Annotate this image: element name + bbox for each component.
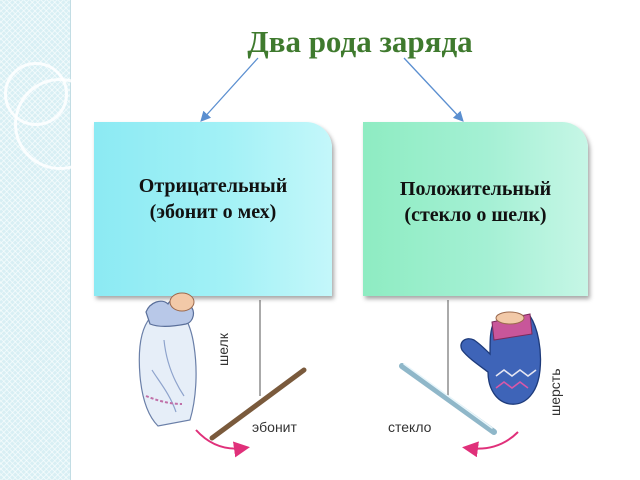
decorative-side-strip — [0, 0, 106, 480]
glass-rod-icon — [399, 363, 497, 435]
silk-cloth-in-hand-icon — [138, 292, 197, 427]
negative-charge-label: Отрицательный — [138, 175, 288, 197]
ebonite-rod-icon — [209, 367, 307, 441]
silk-label: шелк — [215, 332, 231, 366]
arrow-to-positive — [403, 57, 464, 122]
positive-charge-example: (стекло о шелк) — [404, 204, 547, 226]
wool-label: шерсть — [547, 368, 563, 416]
glass-rod-highlight — [403, 363, 493, 429]
ebonite-label: эбонит — [252, 419, 298, 435]
positive-charge-card: Положительный (стекло о шелк) — [363, 122, 588, 296]
page-title: Два рода заряда — [247, 24, 473, 59]
arrow-to-negative — [200, 57, 259, 122]
negative-charge-example: (эбонит о мех) — [149, 201, 277, 223]
positive-charge-label: Положительный — [399, 178, 552, 200]
negative-charge-card: Отрицательный (эбонит о мех) — [94, 122, 332, 296]
wool-mitten-icon — [460, 311, 542, 405]
left-rotation-arrow-icon — [195, 429, 250, 458]
right-rotation-arrow-icon — [462, 431, 519, 458]
glass-label: стекло — [388, 419, 432, 435]
